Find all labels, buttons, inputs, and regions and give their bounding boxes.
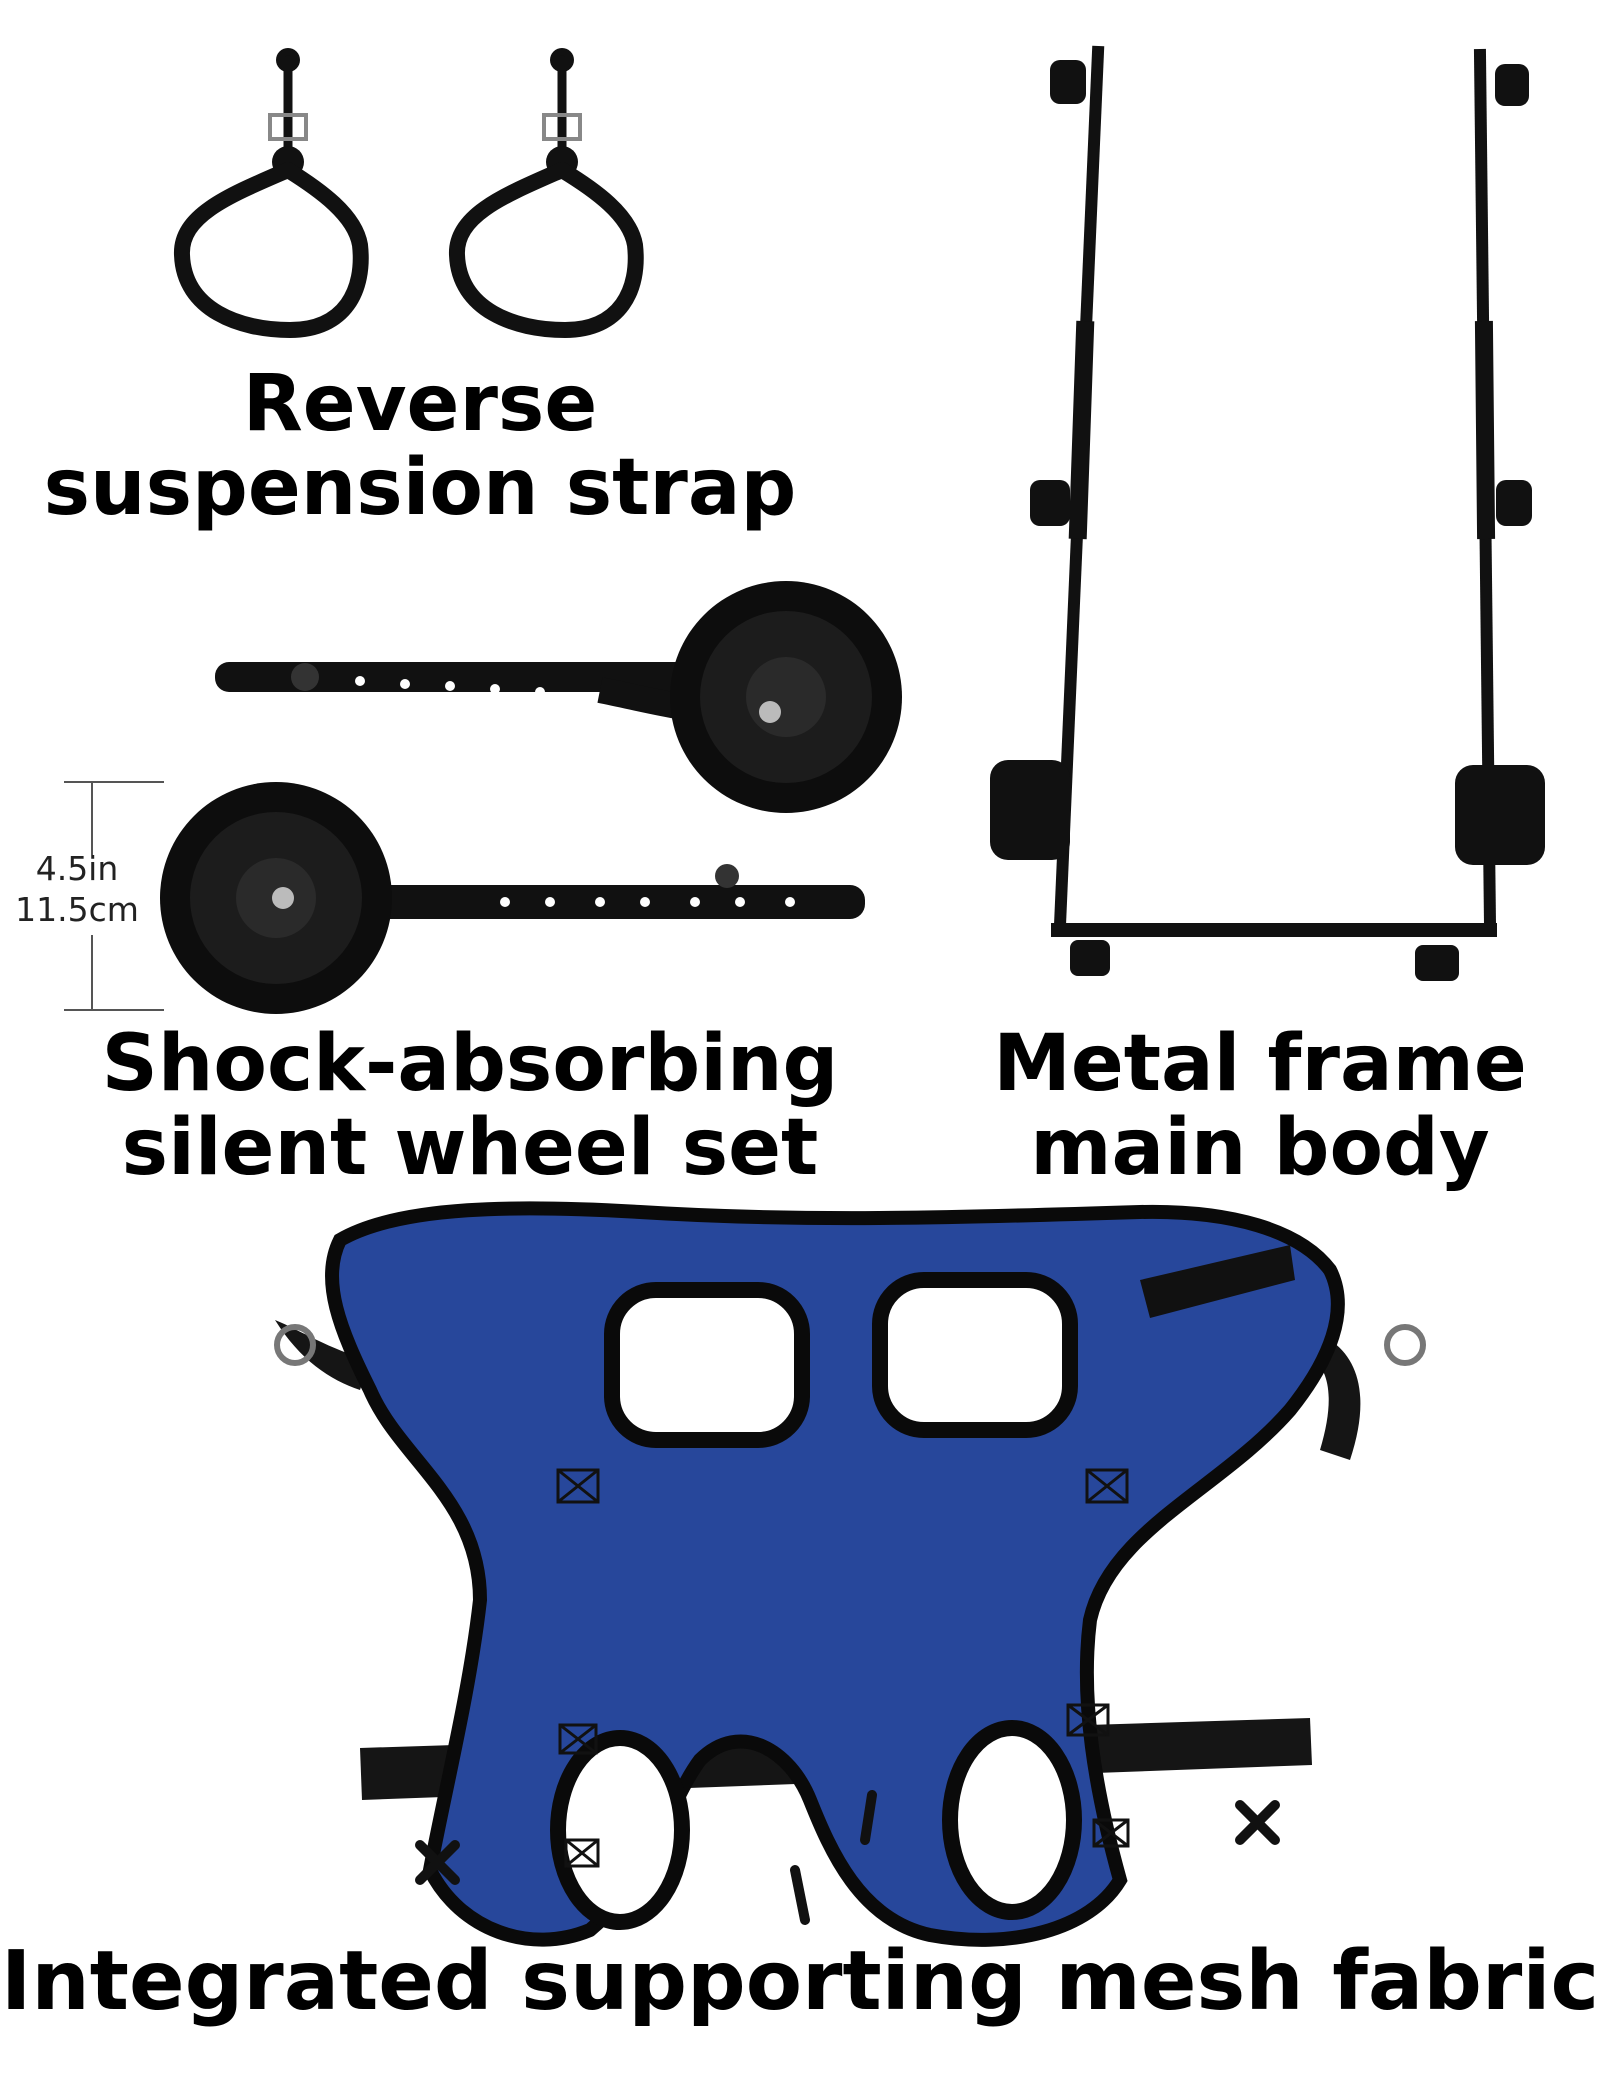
dimension-label: 4.5in 11.5cm	[2, 848, 152, 931]
wheel-lower	[160, 782, 865, 1014]
dimension-imperial: 4.5in	[35, 849, 119, 888]
caption-line: silent wheel set	[121, 1103, 819, 1194]
caption-line: main body	[1030, 1103, 1490, 1194]
caption-suspension-strap: Reverse suspension strap	[40, 359, 800, 534]
suspension-strap-left	[174, 48, 369, 339]
dimension-marker	[64, 781, 164, 1011]
caption-mesh-fabric: Integrated supporting mesh fabric	[0, 1934, 1600, 2029]
caption-wheel-set: Shock-absorbing silent wheel set	[70, 1019, 870, 1194]
metal-frame	[990, 45, 1545, 981]
caption-metal-frame: Metal frame main body	[960, 1019, 1560, 1194]
suspension-strap-right	[449, 48, 644, 339]
caption-line: Metal frame	[993, 1019, 1527, 1109]
caption-line: Reverse	[242, 359, 598, 449]
caption-line: Shock-absorbing	[101, 1019, 839, 1109]
mesh-harness	[274, 1201, 1426, 1947]
dimension-metric: 11.5cm	[15, 890, 139, 930]
caption-line: suspension strap	[43, 443, 797, 534]
wheel-upper	[215, 581, 902, 813]
